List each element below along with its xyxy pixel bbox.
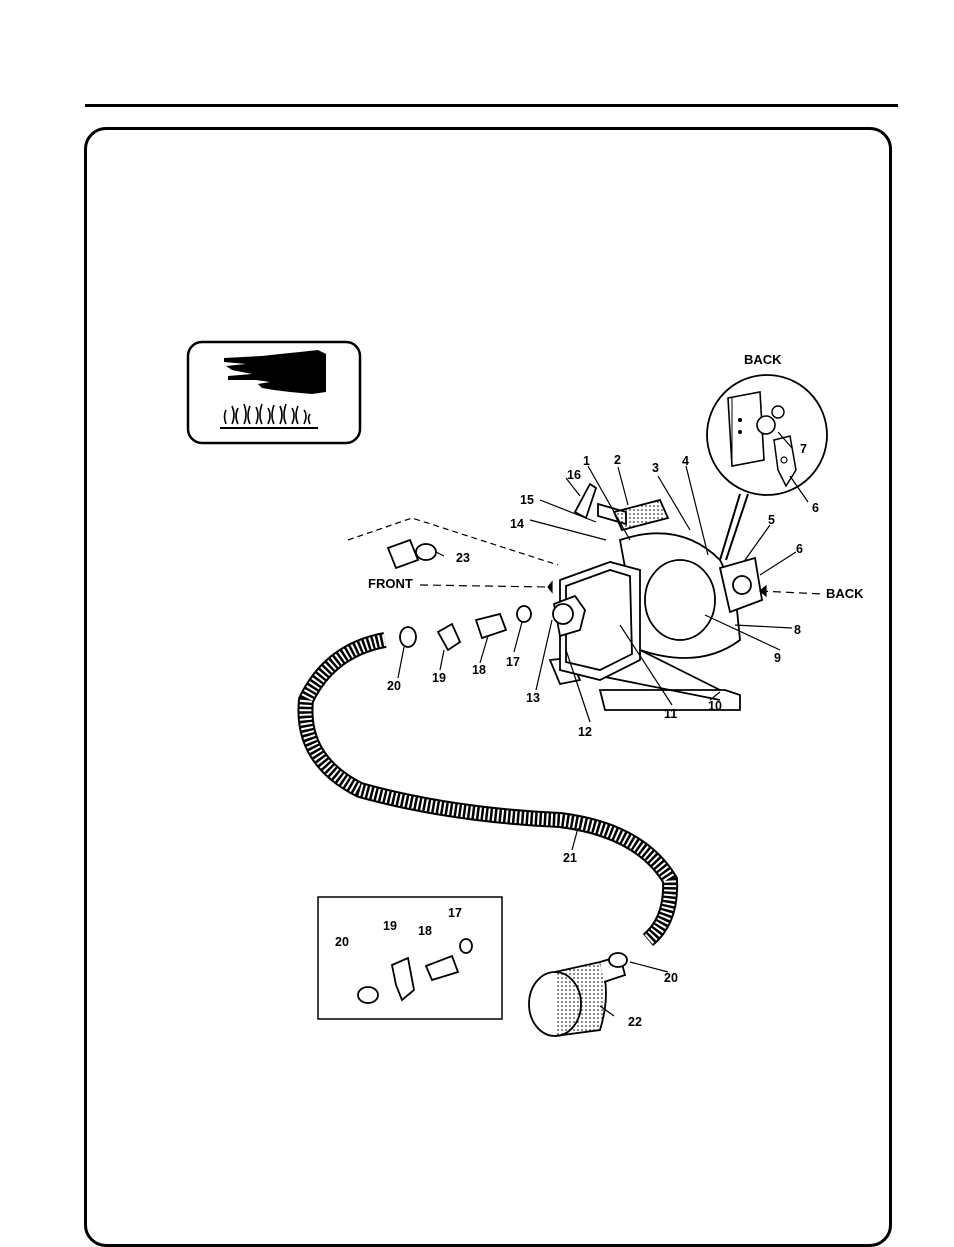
callout-7: 7: [800, 442, 807, 456]
callout-2: 2: [614, 453, 621, 467]
callout-19-main: 19: [432, 671, 446, 685]
callout-17-inset: 17: [448, 906, 462, 920]
callout-22: 22: [628, 1015, 642, 1029]
callout-14: 14: [510, 517, 524, 531]
page: BACK FRONT BACK 1 2 3 4 5 6 6 7 8 9 10 1…: [0, 0, 954, 1221]
callout-18-main: 18: [472, 663, 486, 677]
callout-3: 3: [652, 461, 659, 475]
callout-11: 11: [664, 707, 677, 721]
callout-23: 23: [456, 551, 470, 565]
callout-13: 13: [526, 691, 540, 705]
pump-assembly: [305, 484, 762, 1036]
callout-21: 21: [563, 851, 577, 865]
pump-exploded-diagram: BACK FRONT BACK 1 2 3 4 5 6 6 7 8 9 10 1…: [0, 0, 954, 1221]
back-side-label: BACK: [826, 586, 864, 601]
callout-12: 12: [578, 725, 592, 739]
callout-16: 16: [567, 468, 581, 482]
callout-10: 10: [708, 699, 722, 713]
front-label: FRONT: [368, 576, 413, 591]
callout-20-inset: 20: [335, 935, 349, 949]
callout-8: 8: [794, 623, 801, 637]
callout-15: 15: [520, 493, 534, 507]
back-top-label: BACK: [744, 352, 782, 367]
callout-1: 1: [583, 454, 590, 468]
callout-19-inset: 19: [383, 919, 397, 933]
callout-9: 9: [774, 651, 781, 665]
hot-surface-warning-icon: [188, 342, 360, 443]
callout-4: 4: [682, 454, 689, 468]
callout-numbers: 1 2 3 4 5 6 6 7 8 9 10 11 12 13 14 15 16…: [335, 442, 819, 1029]
callout-17-main: 17: [506, 655, 520, 669]
callout-6-inset: 6: [812, 501, 819, 515]
callout-20-lower: 20: [664, 971, 678, 985]
callout-6-side: 6: [796, 542, 803, 556]
callout-18-inset: 18: [418, 924, 432, 938]
back-detail-inset: [707, 375, 827, 560]
callout-5: 5: [768, 513, 775, 527]
callout-20-main: 20: [387, 679, 401, 693]
alt-parts-inset: [318, 897, 502, 1019]
